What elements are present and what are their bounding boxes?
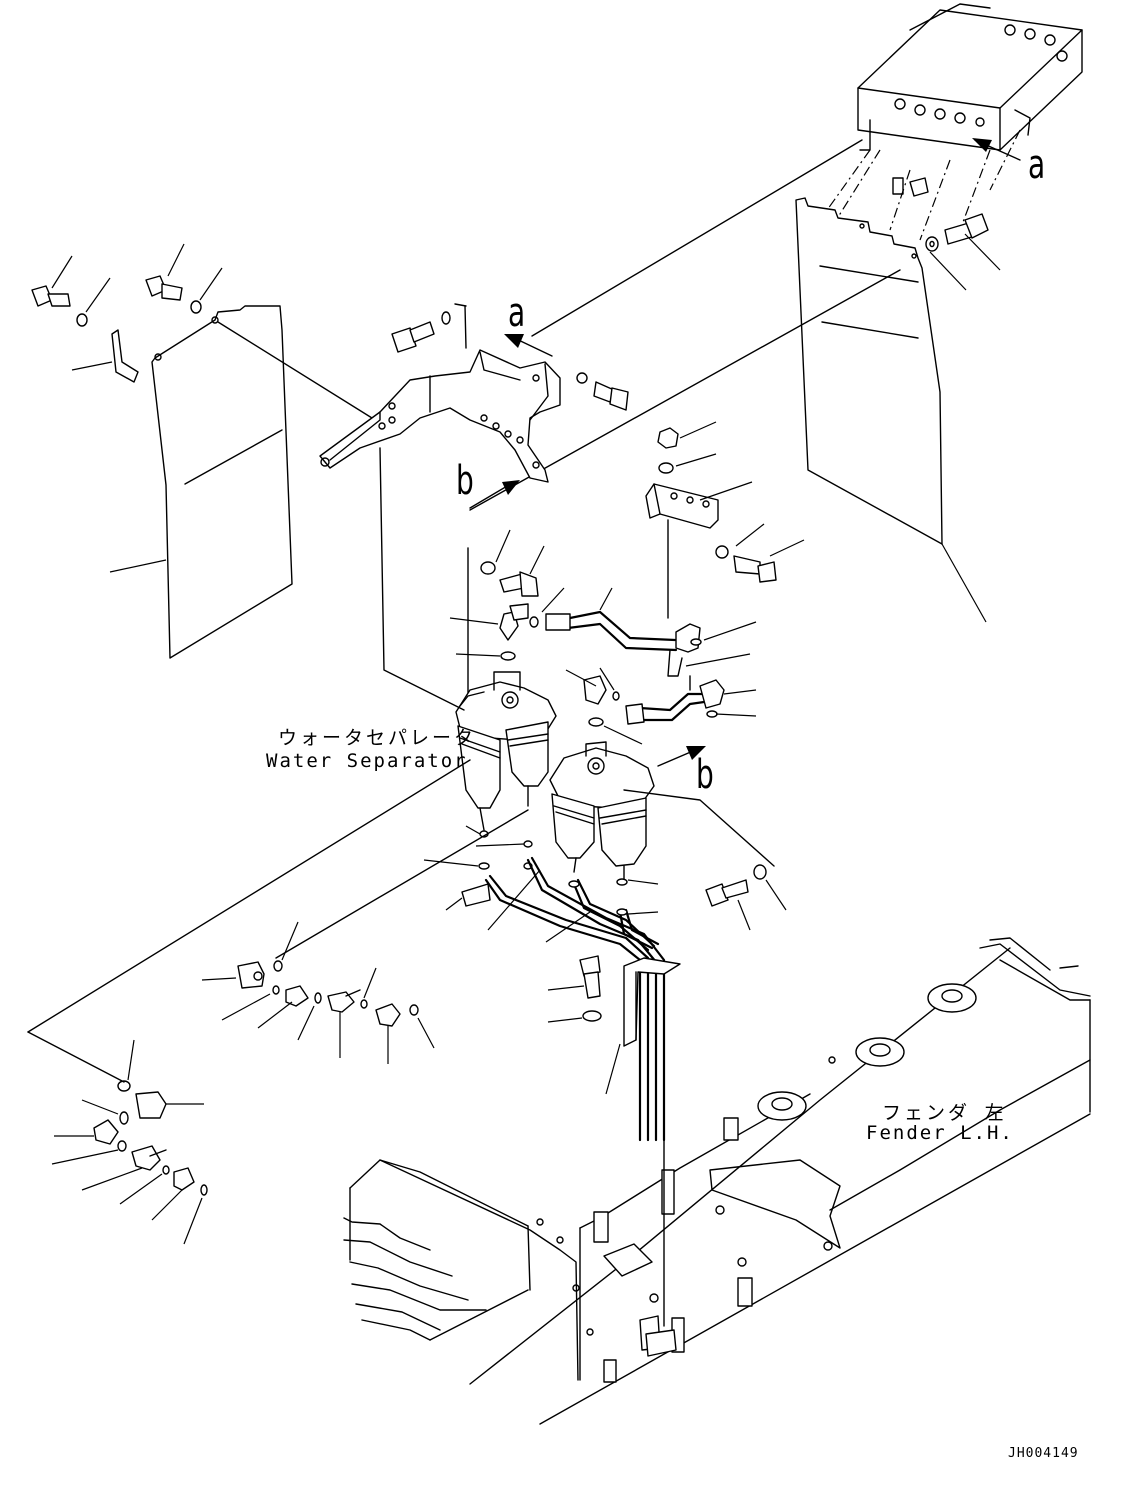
bracket-bolts: [391, 311, 629, 411]
view-arrow-b-mid: [469, 480, 520, 509]
water-separator-label-jp: ウォータセパレータ: [278, 727, 477, 749]
left-clip: [71, 329, 139, 383]
bolt-washer-right: [705, 864, 787, 931]
fender-label-jp: フェンダ 左: [882, 1102, 1007, 1124]
top-mounting-plate: [819, 3, 1083, 241]
water-separator-right: [549, 741, 775, 881]
right-mud-flap: [795, 197, 987, 623]
fittings-cluster-upper: [201, 921, 435, 1064]
view-arrow-a-mid: [504, 334, 553, 357]
right-small-bracket: [645, 421, 805, 619]
bolt-washer-top-left: [31, 243, 223, 327]
water-separator-label-en: Water Separator: [266, 750, 468, 772]
drawing-code: JH004149: [1008, 1446, 1079, 1461]
view-label-b-mid: b: [456, 458, 474, 504]
drain-hose-bundle: [445, 856, 666, 1142]
lower-hose-assembly: [565, 667, 757, 745]
view-arrow-a-top: [972, 138, 1021, 161]
center-bracket: [319, 303, 561, 483]
view-arrow-b-lower: [657, 746, 706, 767]
hose-clamp-bracket: [547, 955, 681, 1095]
bolt-washer-top-right: [925, 213, 1001, 291]
drain-fittings: [423, 825, 659, 886]
separator-top-bolts: [467, 529, 545, 701]
water-separator-left: [379, 447, 557, 831]
view-label-a-top: a: [1028, 142, 1046, 188]
fittings-cluster-lower: [51, 1039, 208, 1245]
view-label-a-mid: a: [508, 290, 526, 336]
left-mud-flap: [109, 305, 293, 659]
view-label-b-lower: b: [696, 752, 714, 798]
fender-label-en: Fender L.H.: [866, 1122, 1014, 1144]
upper-hose-assembly: [449, 587, 757, 677]
fender-lh: [343, 937, 1091, 1425]
